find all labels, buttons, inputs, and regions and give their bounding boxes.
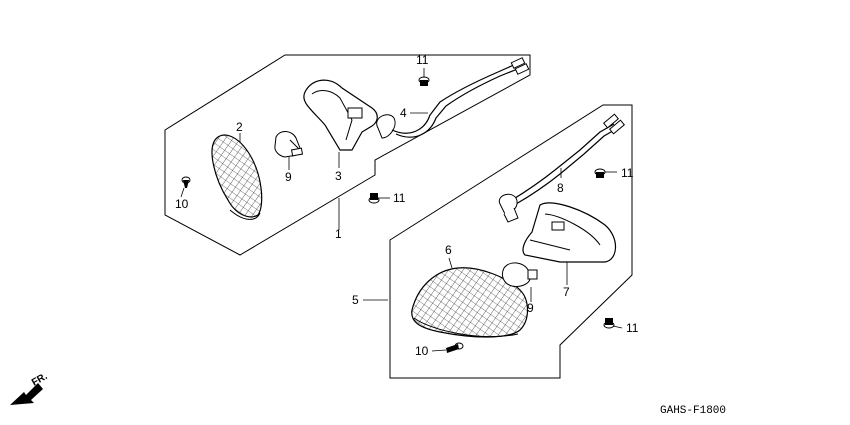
callout-10-right: 10 [415,344,429,358]
left-housing [303,79,378,151]
screw-11-right [594,168,606,178]
screw-11-right-bottom [603,318,615,329]
callout-4: 4 [400,106,407,120]
front-direction-arrow-icon [10,383,43,405]
right-housing [522,202,617,263]
left-bulb [274,131,304,158]
callout-11-top: 11 [416,53,429,67]
right-bulb [501,262,538,287]
leader-lines [180,68,623,352]
screw-11-top [418,76,430,86]
right-assembly-frame [389,104,633,379]
callout-11-right: 11 [621,166,634,180]
left-lens [211,134,263,220]
callout-11-right-bottom: 11 [626,321,639,335]
callout-8: 8 [557,181,564,195]
callout-2: 2 [236,120,243,134]
screw-11-left-middle [368,193,380,204]
left-assembly-frame [164,54,531,256]
callout-6: 6 [445,243,452,257]
front-direction-label: FR. [30,371,50,389]
screw-10-left [181,176,191,188]
callout-7: 7 [563,285,570,299]
callout-9-right: 9 [527,301,534,315]
callout-1: 1 [335,227,342,241]
right-harness [498,113,625,223]
callout-9-left: 9 [285,170,292,184]
callout-3: 3 [335,169,342,183]
diagram-code: GAHS-F1800 [660,405,726,417]
callout-10-left: 10 [175,197,189,211]
right-lens [411,267,529,338]
screw-10-right [446,342,464,353]
callout-11-left-middle: 11 [393,191,406,205]
callout-5: 5 [352,293,359,307]
left-harness [376,57,530,139]
